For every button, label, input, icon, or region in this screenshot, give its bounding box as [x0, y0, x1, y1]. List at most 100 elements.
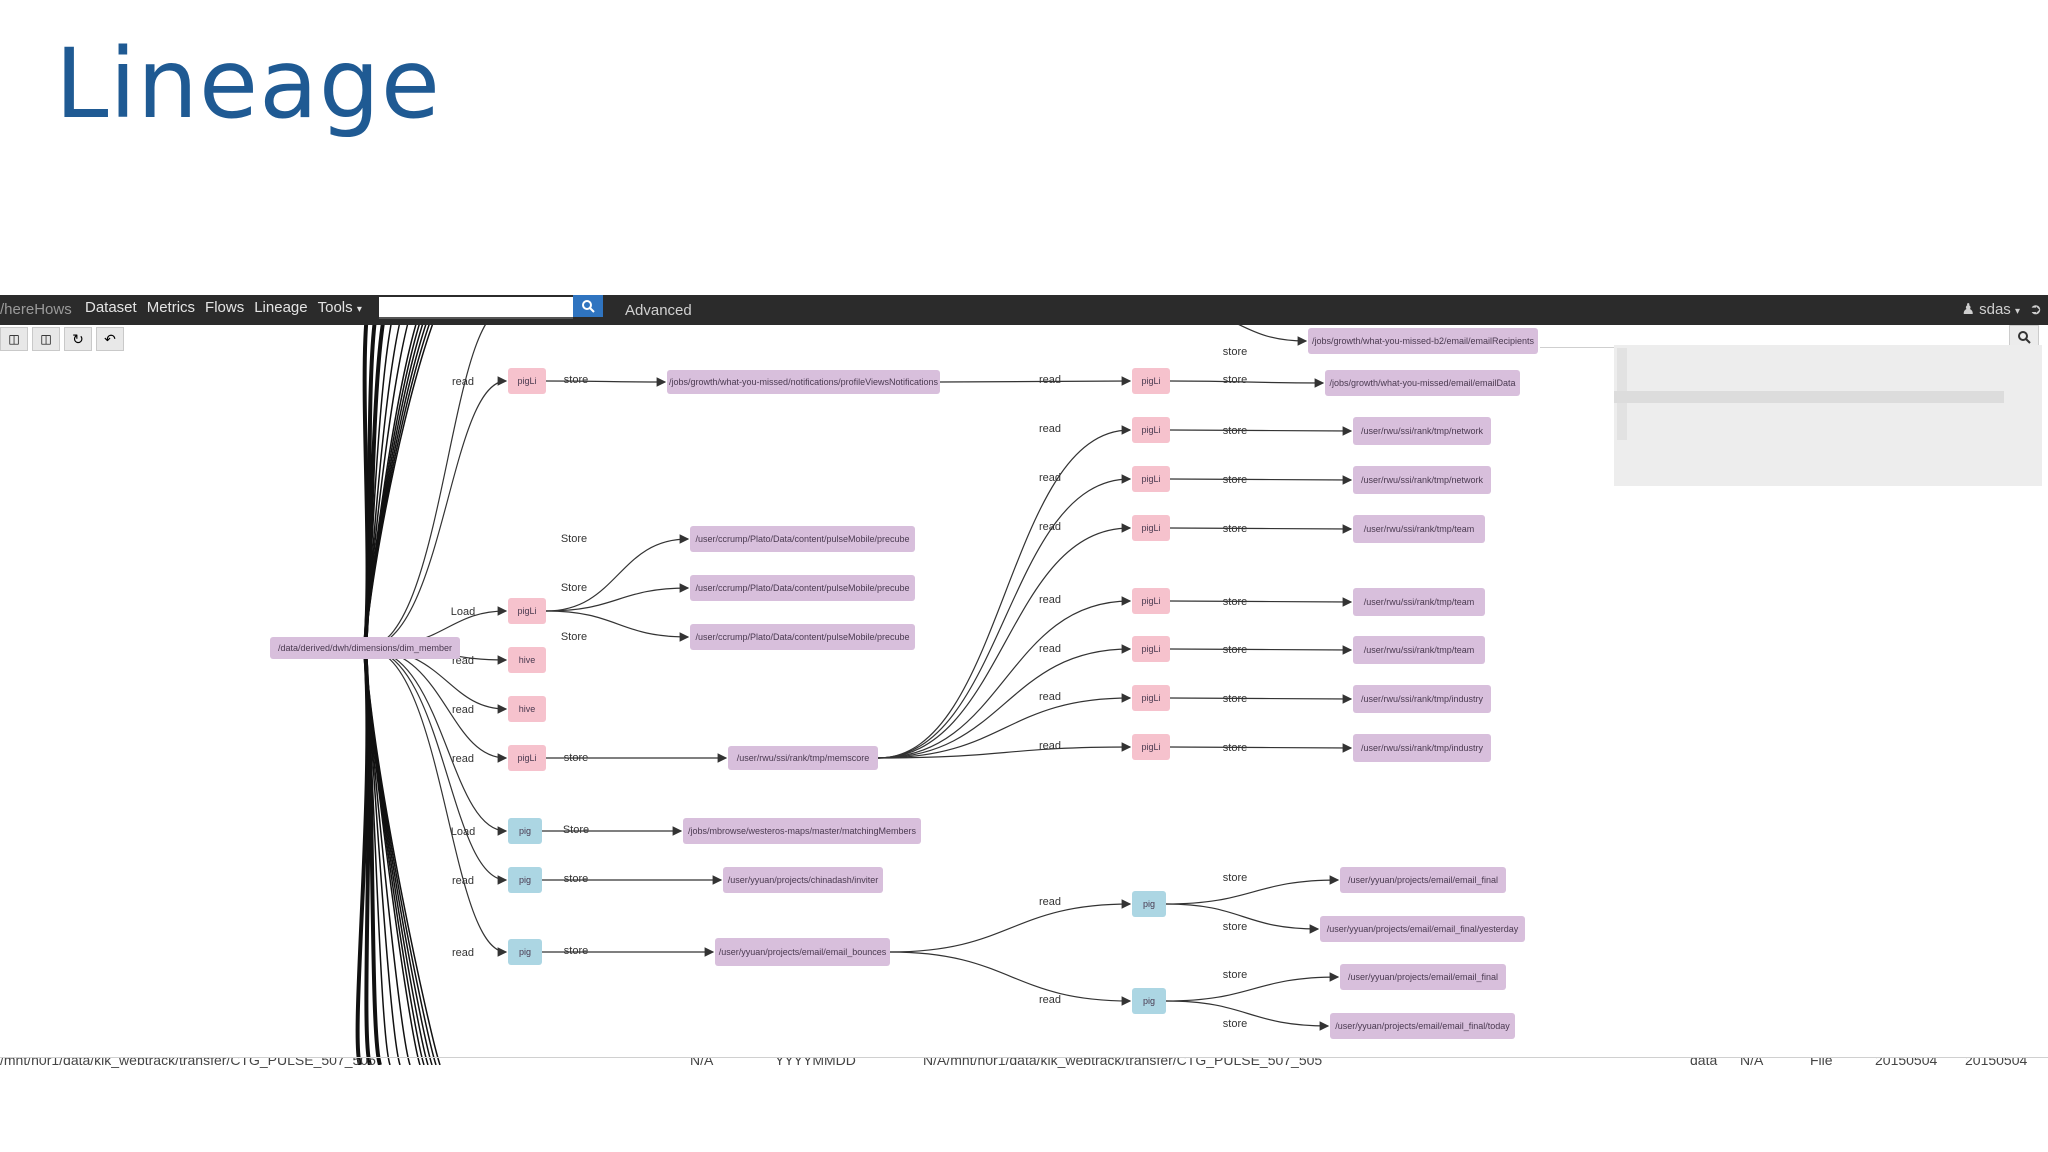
- node-box: [1132, 588, 1170, 614]
- node-box: [508, 939, 542, 965]
- node-label: /user/ccrump/Plato/Data/content/pulseMob…: [695, 534, 909, 544]
- dataset-node[interactable]: /user/yyuan/projects/chinadash/inviter: [723, 867, 883, 893]
- node-label: pigLi: [1141, 693, 1160, 703]
- node-box: [690, 526, 915, 552]
- graph-edge: [1169, 645, 1353, 655]
- cell-path2: N/A/mnt/h0r1/data/kik_webtrack/transfer/…: [923, 1057, 1323, 1068]
- pigli-job-node[interactable]: pigLi: [1132, 368, 1170, 394]
- edge-label: Store: [561, 631, 587, 643]
- edge-label: store: [1223, 1018, 1247, 1030]
- menu-lineage[interactable]: Lineage: [254, 299, 308, 316]
- caret-down-icon: ▾: [2014, 306, 2020, 317]
- pig-job-node[interactable]: pig: [508, 939, 542, 965]
- edge-labels: readreadreadreadreadreadreadLoadLoadstor…: [451, 296, 1247, 1030]
- edge-label: read: [1039, 594, 1061, 606]
- menu-dataset[interactable]: Dataset: [85, 299, 137, 316]
- dataset-node[interactable]: /user/yyuan/projects/email/email_final: [1340, 964, 1506, 990]
- dataset-node[interactable]: /jobs/growth/what-you-missed/notificatio…: [667, 370, 940, 394]
- node-box: [667, 370, 940, 394]
- dataset-node[interactable]: /user/ccrump/Plato/Data/content/pulseMob…: [690, 624, 915, 650]
- pigli-job-node[interactable]: pigLi: [1132, 734, 1170, 760]
- dataset-node[interactable]: /user/rwu/ssi/rank/tmp/team: [1353, 515, 1485, 543]
- pig-job-node[interactable]: pig: [508, 818, 542, 844]
- dataset-node[interactable]: /user/yyuan/projects/email/email_final: [1340, 867, 1506, 893]
- pigli-job-node[interactable]: pigLi: [1132, 515, 1170, 541]
- dataset-node[interactable]: /user/yyuan/projects/email/email_final/y…: [1320, 916, 1525, 942]
- node-label: pigLi: [1141, 596, 1160, 606]
- node-box: [1353, 466, 1491, 494]
- pig-job-node[interactable]: pig: [1132, 891, 1166, 917]
- app-brand[interactable]: /hereHows: [0, 301, 72, 318]
- expand-button[interactable]: ◫: [32, 327, 60, 351]
- graph-edge: [1169, 597, 1353, 607]
- pigli-job-node[interactable]: pigLi: [1132, 636, 1170, 662]
- dataset-node[interactable]: /user/rwu/ssi/rank/tmp/industry: [1353, 685, 1491, 713]
- pigli-job-node[interactable]: pigLi: [1132, 417, 1170, 443]
- fan-edge-down: [364, 647, 441, 1065]
- node-label: /jobs/growth/what-you-missed/notificatio…: [669, 377, 938, 387]
- cell-type: data: [1690, 1057, 1718, 1068]
- dataset-node[interactable]: /user/ccrump/Plato/Data/content/pulseMob…: [690, 526, 915, 552]
- node-label: /user/yyuan/projects/email/email_bounces: [719, 947, 887, 957]
- node-box: [1132, 988, 1166, 1014]
- refresh-button[interactable]: ↻: [64, 327, 92, 351]
- minimap-viewport[interactable]: [1614, 391, 2004, 403]
- hive-job-node[interactable]: hive: [508, 696, 546, 722]
- logout-icon[interactable]: ➲: [2029, 301, 2042, 318]
- pig-job-node[interactable]: pig: [508, 867, 542, 893]
- node-box: [270, 637, 460, 659]
- menu-metrics[interactable]: Metrics: [146, 299, 196, 316]
- dataset-node[interactable]: /jobs/growth/what-you-missed/email/email…: [1325, 370, 1520, 396]
- graph-edge: [364, 647, 508, 763]
- node-box: [1340, 964, 1506, 990]
- node-box: [728, 746, 878, 770]
- node-box: [1340, 867, 1506, 893]
- dataset-node[interactable]: /data/derived/dwh/dimensions/dim_member: [270, 637, 460, 659]
- pigli-job-node[interactable]: pigLi: [508, 368, 546, 394]
- search-input[interactable]: [379, 297, 573, 319]
- dataset-node[interactable]: /user/rwu/ssi/rank/tmp/memscore: [728, 746, 878, 770]
- node-label: /user/yyuan/projects/email/email_final: [1348, 972, 1498, 982]
- dataset-node[interactable]: /user/yyuan/projects/email/email_bounces: [715, 938, 890, 966]
- menu-flows[interactable]: Flows: [205, 299, 245, 316]
- graph-edge: [545, 377, 667, 387]
- node-box: [1330, 1013, 1515, 1039]
- dataset-node[interactable]: /user/rwu/ssi/rank/tmp/network: [1353, 417, 1491, 445]
- dataset-node[interactable]: /user/yyuan/projects/email/email_final/t…: [1330, 1013, 1515, 1039]
- node-box: [1353, 685, 1491, 713]
- advanced-search-link[interactable]: Advanced: [625, 302, 692, 319]
- node-label: /user/ccrump/Plato/Data/content/pulseMob…: [695, 583, 909, 593]
- pigli-job-node[interactable]: pigLi: [508, 598, 546, 624]
- graph-edge: [1169, 743, 1353, 753]
- node-label: /user/yyuan/projects/email/email_final/t…: [1335, 1021, 1510, 1031]
- pig-job-node[interactable]: pig: [1132, 988, 1166, 1014]
- hive-job-node[interactable]: hive: [508, 647, 546, 673]
- node-label: pigLi: [517, 376, 536, 386]
- search-button[interactable]: [573, 295, 603, 317]
- node-box: [1308, 328, 1538, 354]
- dataset-node[interactable]: /jobs/mbrowse/westeros-maps/master/match…: [683, 818, 921, 844]
- edge-label: Store: [561, 533, 587, 545]
- pigli-job-node[interactable]: pigLi: [1132, 466, 1170, 492]
- collapse-button[interactable]: ◫: [0, 327, 28, 351]
- dataset-node[interactable]: /user/rwu/ssi/rank/tmp/industry: [1353, 734, 1491, 762]
- dataset-node[interactable]: /jobs/growth/what-you-missed-b2/email/em…: [1308, 328, 1538, 354]
- node-label: hive: [519, 655, 536, 665]
- undo-button[interactable]: ↶: [96, 327, 124, 351]
- dataset-node[interactable]: /user/ccrump/Plato/Data/content/pulseMob…: [690, 575, 915, 601]
- dataset-node[interactable]: /user/rwu/ssi/rank/tmp/team: [1353, 636, 1485, 664]
- search-icon: [582, 300, 595, 313]
- slide-title: Lineage: [55, 28, 441, 140]
- pigli-job-node[interactable]: pigLi: [1132, 588, 1170, 614]
- node-label: pigLi: [1141, 644, 1160, 654]
- node-label: pig: [519, 947, 531, 957]
- graph-minimap[interactable]: [1614, 345, 2042, 486]
- pigli-job-node[interactable]: pigLi: [1132, 685, 1170, 711]
- menu-tools[interactable]: Tools ▾: [318, 299, 362, 316]
- refresh-icon: ↻: [72, 330, 84, 347]
- pigli-job-node[interactable]: pigLi: [508, 745, 546, 771]
- cell-kind: File: [1810, 1057, 1833, 1068]
- user-menu[interactable]: ♟ sdas ▾: [1961, 300, 2020, 318]
- dataset-node[interactable]: /user/rwu/ssi/rank/tmp/team: [1353, 588, 1485, 616]
- dataset-node[interactable]: /user/rwu/ssi/rank/tmp/network: [1353, 466, 1491, 494]
